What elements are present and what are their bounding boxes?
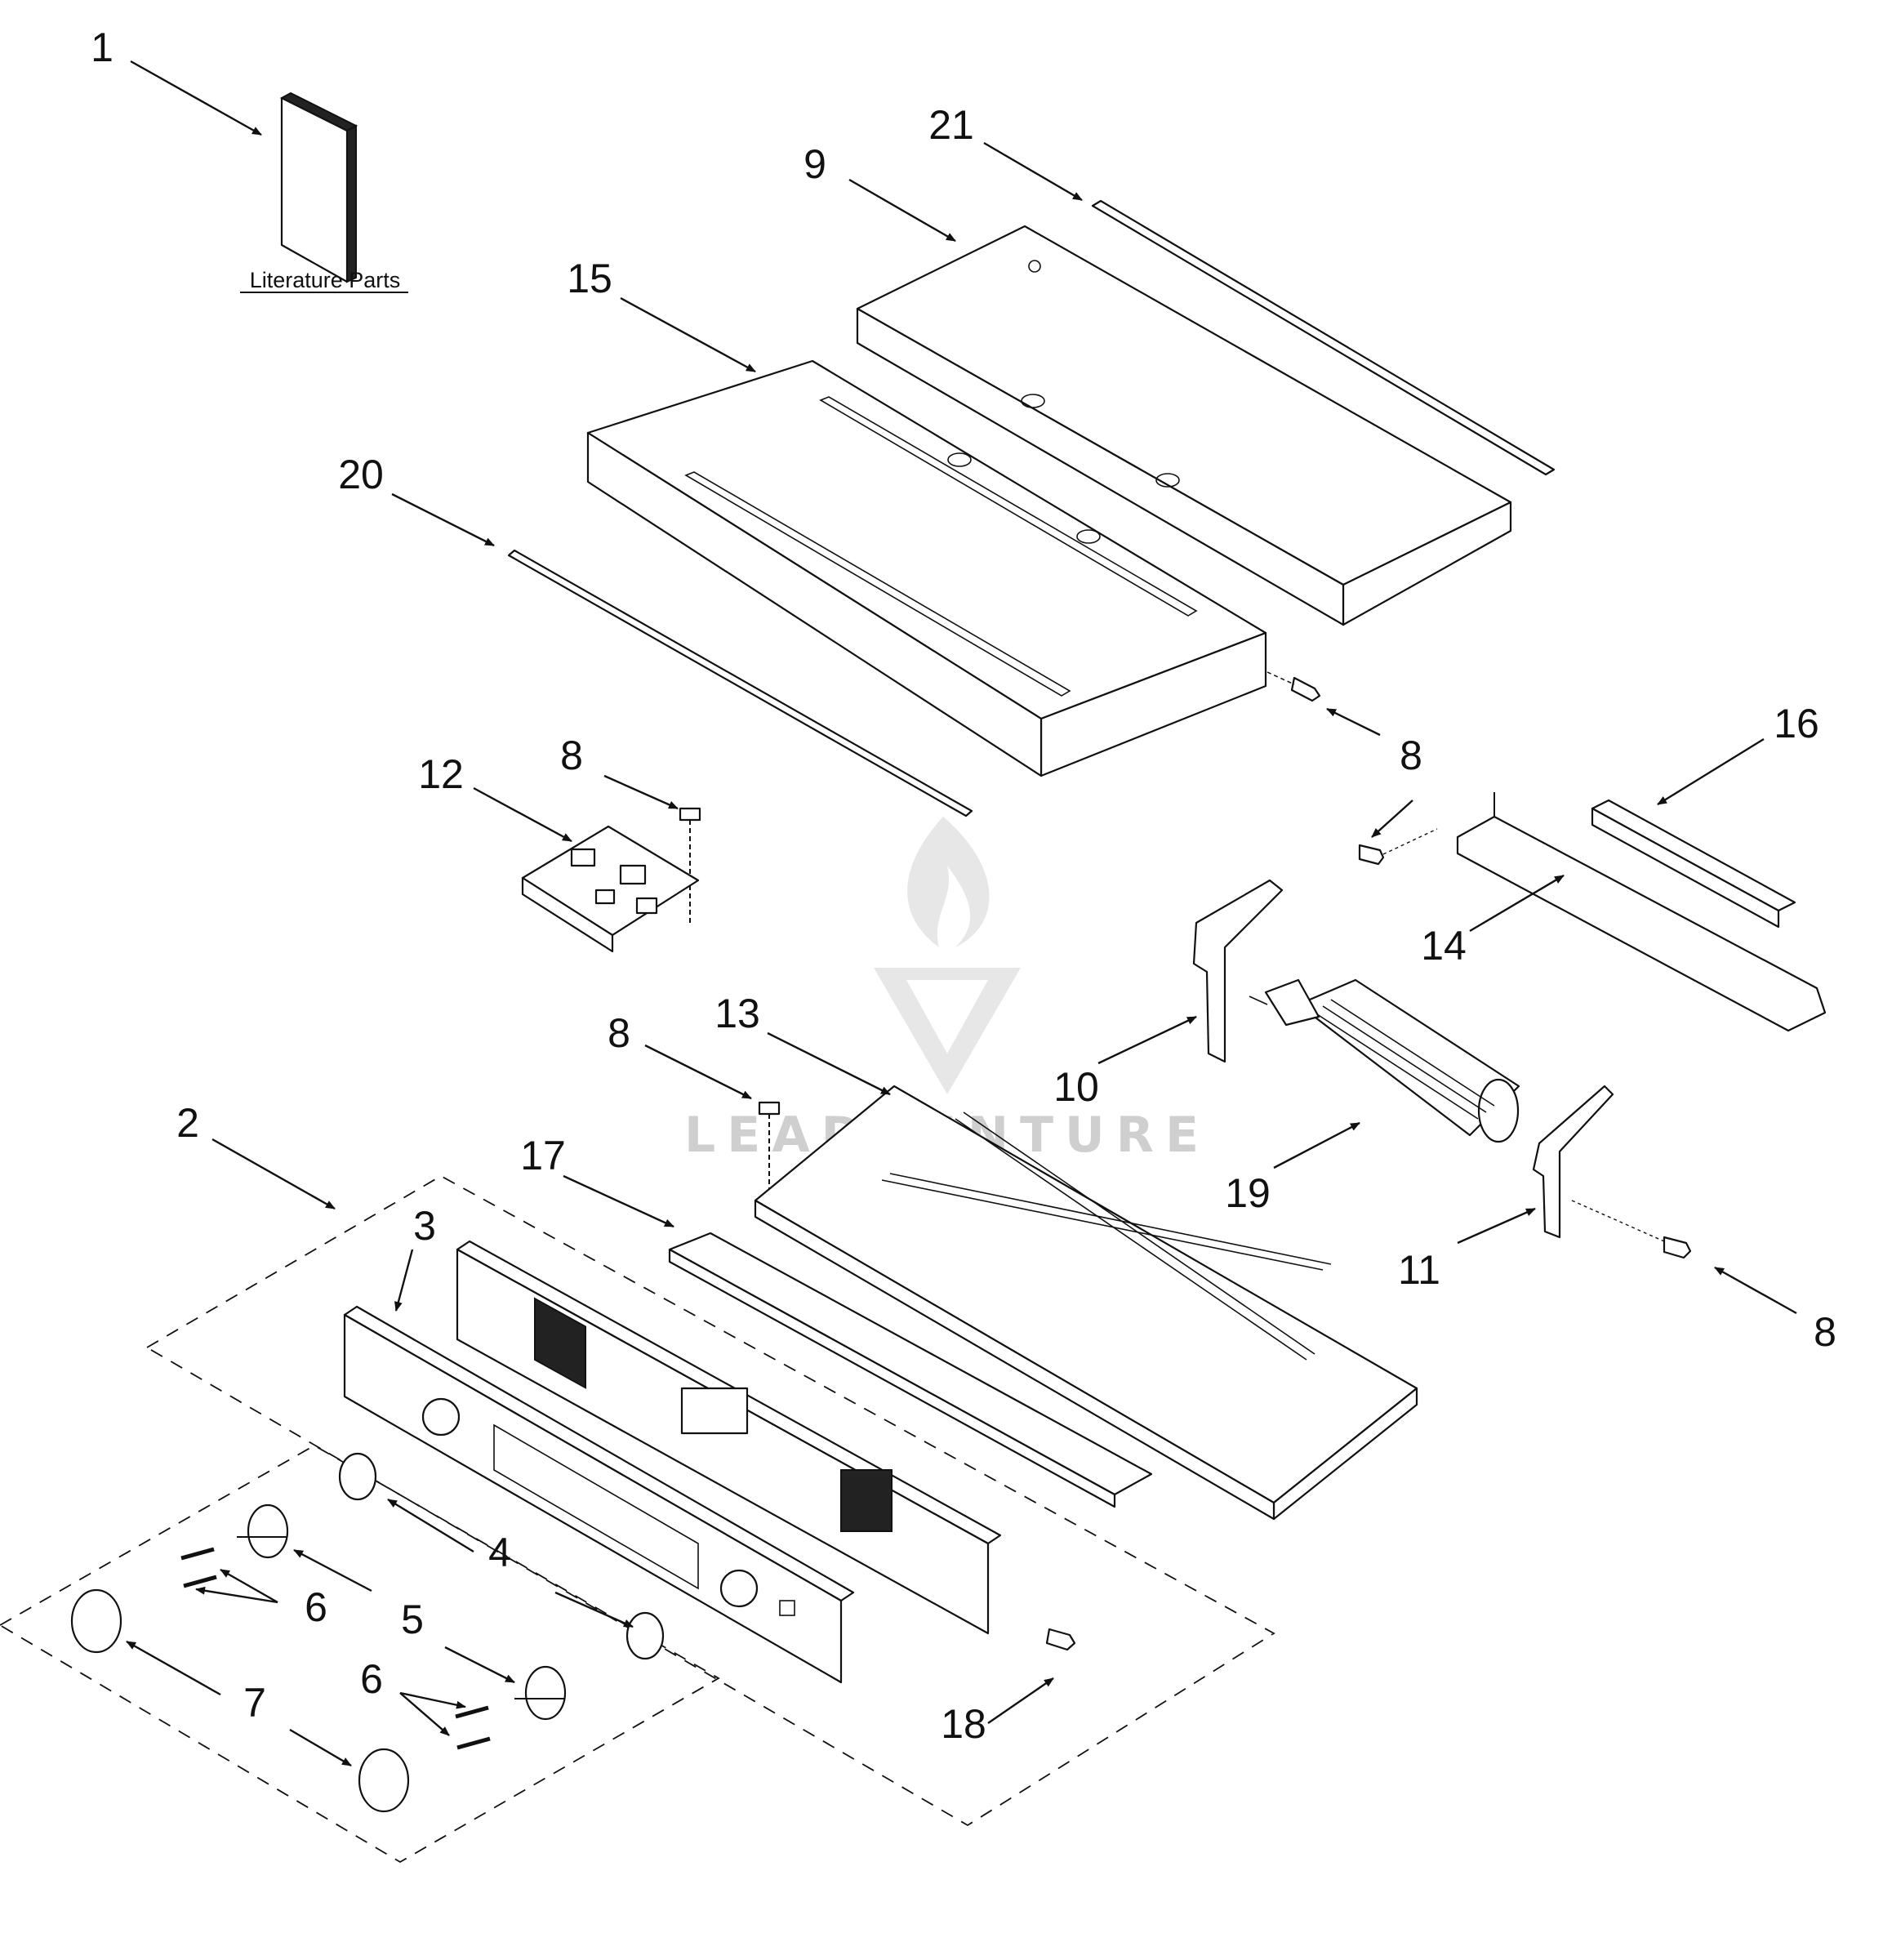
callout-13: 13 <box>714 991 760 1036</box>
callout-8: 8 <box>560 733 583 778</box>
screw-icon <box>1571 1200 1692 1259</box>
callout-12: 12 <box>418 751 464 797</box>
screw-icon <box>1045 1628 1076 1651</box>
callout-3: 3 <box>413 1203 436 1249</box>
part-19-blower-fan <box>1249 978 1520 1143</box>
part-10-bracket <box>1192 879 1284 1063</box>
screw-icon <box>1358 828 1438 866</box>
callout-2: 2 <box>176 1100 199 1146</box>
callout-6: 6 <box>305 1584 327 1630</box>
callout-15: 15 <box>567 256 612 301</box>
screw-icon <box>1266 671 1321 702</box>
callout-20: 20 <box>338 452 384 497</box>
part-6-screw-icon <box>180 1547 491 1750</box>
callout-17: 17 <box>520 1133 566 1178</box>
literature-parts-label: Literature Parts <box>250 268 401 292</box>
callout-18: 18 <box>941 1701 986 1747</box>
callout-9: 9 <box>804 141 826 187</box>
callout-4: 4 <box>488 1530 511 1575</box>
literature-booklet <box>279 91 358 283</box>
callout-8: 8 <box>1400 733 1422 778</box>
callout-21: 21 <box>928 102 974 148</box>
part-20-rod <box>507 549 973 817</box>
callouts: 1 21 9 15 20 8 12 8 16 14 10 13 8 2 17 1… <box>91 24 1836 1747</box>
leader-arrows <box>126 60 1797 1767</box>
display-panel <box>456 1240 1002 1635</box>
part-17-shield <box>668 1232 1153 1508</box>
callout-10: 10 <box>1053 1064 1099 1110</box>
part-12-control-board <box>521 825 700 953</box>
part-7-knob-ring <box>70 1588 410 1813</box>
part-21-strip <box>1091 199 1556 476</box>
screw-icon <box>679 807 701 923</box>
part-14-bracket <box>1456 792 1827 1032</box>
part-4-knob-adapter <box>338 1452 665 1660</box>
callout-8: 8 <box>608 1010 630 1056</box>
callout-16: 16 <box>1774 701 1819 746</box>
callout-11: 11 <box>1398 1247 1440 1293</box>
part-15-housing <box>586 359 1267 777</box>
callout-6: 6 <box>360 1656 383 1702</box>
callout-8: 8 <box>1814 1309 1836 1355</box>
assembly-outline <box>145 1174 1275 1827</box>
part-11-bracket <box>1532 1085 1614 1239</box>
part-3-front-panel <box>343 1305 855 1684</box>
callout-7: 7 <box>243 1680 266 1726</box>
part-13-base-plate <box>754 1085 1418 1521</box>
callout-1: 1 <box>91 24 114 70</box>
knob-assembly-outline <box>0 1444 720 1864</box>
callout-14: 14 <box>1421 923 1467 969</box>
part-5-knob-base <box>237 1503 567 1721</box>
part-16-bar <box>1591 799 1796 929</box>
callout-19: 19 <box>1225 1170 1271 1216</box>
watermark-logo <box>874 817 1021 1094</box>
callout-5: 5 <box>401 1597 424 1642</box>
part-9-top-panel <box>856 225 1512 626</box>
